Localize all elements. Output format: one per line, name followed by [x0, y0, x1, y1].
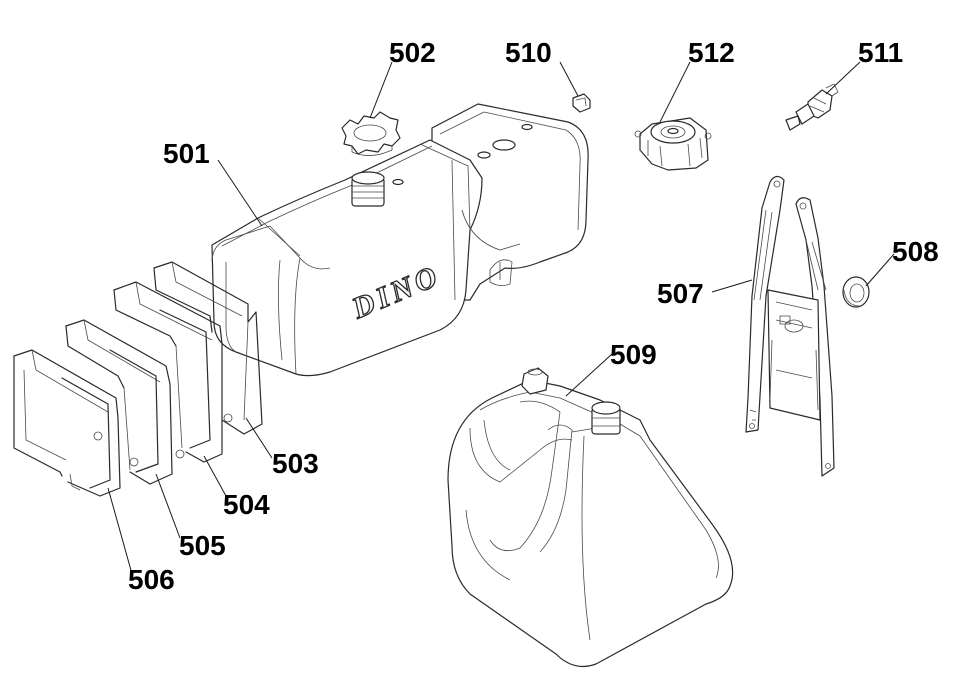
frame-505-drawing [65, 319, 173, 485]
leader-512 [659, 61, 691, 123]
leader-502 [369, 61, 393, 119]
fuel-tank-501-drawing: DINO [211, 103, 589, 377]
leader-510 [559, 61, 579, 97]
callout-502: 502 [389, 37, 436, 68]
clip-510-drawing [572, 93, 591, 113]
callout-512: 512 [688, 37, 735, 68]
leader-511 [825, 61, 861, 95]
leader-lines [107, 61, 895, 575]
aux-tank-509-drawing [447, 367, 734, 667]
leader-504 [203, 455, 227, 497]
callout-506: 506 [128, 564, 175, 595]
callout-507: 507 [657, 278, 704, 309]
leader-507 [711, 279, 753, 293]
callout-labels: 501 502 503 504 505 506 507 508 509 510 … [128, 37, 939, 595]
leader-508 [865, 253, 895, 287]
callout-509: 509 [610, 339, 657, 370]
callout-505: 505 [179, 530, 226, 561]
frame-506-drawing [13, 349, 121, 497]
strap-bracket-507-drawing [745, 175, 835, 477]
fuel-pump-512-drawing [634, 117, 712, 171]
callout-503: 503 [272, 448, 319, 479]
callout-501: 501 [163, 138, 210, 169]
filler-cap-502-drawing [341, 111, 401, 156]
callout-504: 504 [223, 489, 270, 520]
leader-509 [565, 353, 613, 397]
leader-501 [217, 159, 263, 227]
frame-504-drawing [113, 281, 223, 463]
callout-508: 508 [892, 236, 939, 267]
leader-503 [245, 417, 273, 459]
callout-510: 510 [505, 37, 552, 68]
callout-511: 511 [858, 37, 903, 68]
sender-fitting-511-drawing [785, 83, 839, 131]
frame-503-drawing [153, 261, 263, 435]
leader-506 [107, 487, 133, 575]
grommet-508-drawing [842, 276, 870, 308]
leader-505 [155, 473, 181, 539]
